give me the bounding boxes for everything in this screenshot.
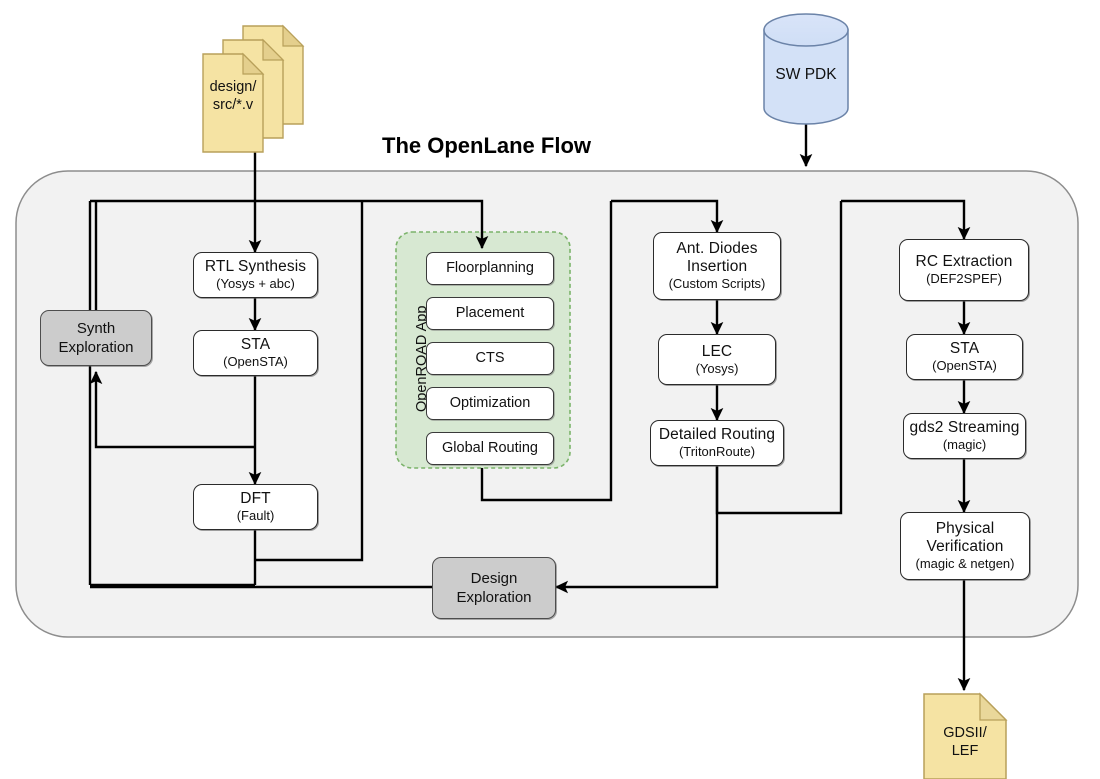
- page-title: The OpenLane Flow: [382, 133, 592, 158]
- rc-extraction-tool: (DEF2SPEF): [926, 271, 1002, 286]
- lec-node[interactable]: LEC (Yosys): [658, 334, 776, 385]
- edge-into-rcextraction: [841, 199, 971, 241]
- cts-node[interactable]: CTS: [426, 342, 554, 375]
- sta-synth-title: STA: [240, 336, 271, 353]
- gds2-streaming-tool: (magic): [942, 437, 987, 452]
- placement-node[interactable]: Placement: [426, 297, 554, 330]
- edge-dft-up-right: [255, 201, 364, 562]
- optimization-label: Optimization: [449, 395, 531, 411]
- dft-tool: (Fault): [236, 508, 275, 523]
- edge-into-floorplanning: [362, 199, 489, 250]
- rtl-synthesis-tool: (Yosys + abc): [216, 276, 295, 291]
- cts-label: CTS: [475, 350, 505, 366]
- physical-verification-line2: Verification: [926, 538, 1004, 555]
- physical-verification-line1: Physical: [935, 520, 995, 537]
- sw-pdk-label: SW PDK: [775, 66, 837, 83]
- edge-openroad-out: [480, 201, 613, 502]
- detailed-routing-tool: (TritonRoute): [678, 444, 756, 459]
- antenna-tool: (Custom Scripts): [668, 276, 766, 291]
- rc-extraction-node[interactable]: RC Extraction (DEF2SPEF): [899, 239, 1029, 301]
- lec-title: LEC: [701, 342, 733, 360]
- global-routing-label: Global Routing: [442, 440, 538, 456]
- gdsii-lef-icon: [923, 692, 1008, 779]
- synth-exploration-line1: Synth: [76, 320, 116, 337]
- design-exploration-line2: Exploration: [456, 589, 532, 606]
- design-src-line2: src/*.v: [212, 97, 254, 113]
- synth-exploration-line2: Exploration: [58, 339, 134, 356]
- sta-signoff-title: STA: [949, 340, 980, 357]
- lec-tool: (Yosys): [695, 360, 739, 376]
- physical-verification-tool: (magic & netgen): [915, 556, 1015, 571]
- detailed-routing-title: Detailed Routing: [658, 426, 776, 443]
- edge-droute-to-designexp: [554, 466, 719, 594]
- optimization-node[interactable]: Optimization: [426, 387, 554, 420]
- synth-exploration-node[interactable]: Synth Exploration: [40, 310, 152, 366]
- dft-title: DFT: [240, 490, 271, 507]
- design-source-files-icon: [202, 24, 305, 153]
- design-exploration-line1: Design: [470, 570, 518, 587]
- antenna-title-line2: Insertion: [686, 258, 748, 275]
- dft-node[interactable]: DFT (Fault): [193, 484, 318, 530]
- sta-synth-node[interactable]: STA (OpenSTA): [193, 330, 318, 376]
- design-src-line1: design/: [209, 79, 257, 95]
- floorplanning-label: Floorplanning: [446, 260, 534, 276]
- antenna-title-line1: Ant. Diodes: [676, 240, 758, 257]
- detailed-routing-node[interactable]: Detailed Routing (TritonRoute): [650, 420, 784, 466]
- edge-into-antenna: [611, 199, 724, 234]
- gdsii-line2: LEF: [951, 743, 979, 759]
- sw-pdk-icon: [763, 13, 849, 125]
- gds2-streaming-node[interactable]: gds2 Streaming (magic): [903, 413, 1026, 459]
- placement-label: Placement: [455, 305, 525, 321]
- rtl-synthesis-title: RTL Synthesis: [204, 258, 307, 275]
- gdsii-line1: GDSII/: [943, 725, 987, 741]
- edge-sta-to-synthexp: [89, 370, 255, 449]
- connectors: [88, 120, 971, 692]
- physical-verification-node[interactable]: Physical Verification (magic & netgen): [900, 512, 1030, 580]
- sta-synth-tool: (OpenSTA): [223, 354, 288, 369]
- gds2-streaming-title: gds2 Streaming: [909, 419, 1020, 436]
- sta-signoff-node[interactable]: STA (OpenSTA): [906, 334, 1023, 380]
- rc-extraction-title: RC Extraction: [915, 253, 1013, 270]
- design-exploration-node[interactable]: Design Exploration: [432, 557, 556, 619]
- floorplanning-node[interactable]: Floorplanning: [426, 252, 554, 285]
- rtl-synthesis-node[interactable]: RTL Synthesis (Yosys + abc): [193, 252, 318, 298]
- sta-signoff-tool: (OpenSTA): [932, 358, 997, 373]
- antenna-diodes-insertion-node[interactable]: Ant. Diodes Insertion (Custom Scripts): [653, 232, 781, 300]
- global-routing-node[interactable]: Global Routing: [426, 432, 554, 465]
